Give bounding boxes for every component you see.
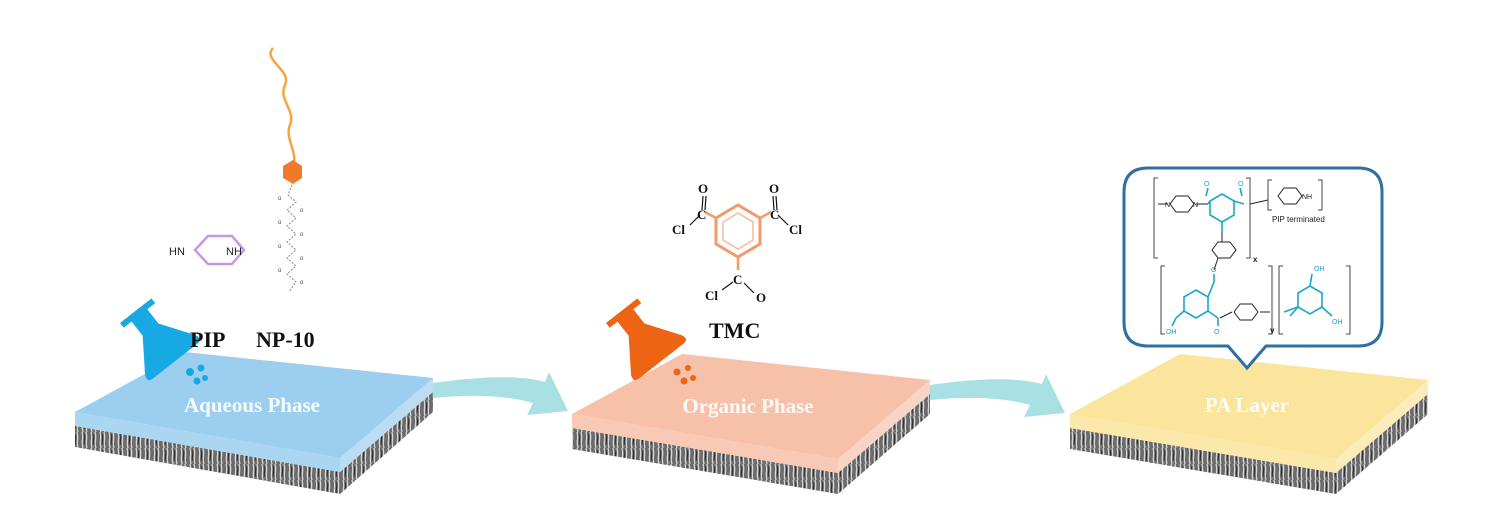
tmc-c-2: C: [770, 207, 779, 222]
tmc-o-1: O: [698, 181, 708, 196]
pip-nh: NH: [226, 246, 242, 258]
tmc-cl-2: Cl: [789, 222, 802, 237]
tmc-cl-1: Cl: [672, 222, 685, 237]
flask-icon-aqueous: [120, 298, 200, 381]
aqueous-layer-front: [75, 412, 340, 472]
membrane-edge-organic: [838, 394, 930, 494]
membrane-side-pa: [1070, 428, 1336, 494]
tmc-molecule: O C Cl O C Cl C Cl O: [672, 181, 802, 305]
stage-organic: Organic Phase: [572, 354, 930, 494]
flask-icon-organic: [606, 298, 686, 381]
svg-text:o: o: [300, 208, 304, 214]
stage-aqueous: Aqueous Phase: [75, 352, 433, 494]
membrane-side-organic: [572, 428, 838, 494]
callout-nh: NH: [1302, 194, 1312, 201]
callout-oh-2: OH: [1314, 266, 1325, 273]
svg-text:o: o: [278, 244, 282, 250]
tmc-o-3: O: [756, 290, 766, 305]
callout-x: x: [1253, 255, 1258, 264]
callout-oh-1: OH: [1166, 329, 1177, 336]
membrane-edge-pa: [1336, 394, 1428, 494]
svg-text:o: o: [300, 280, 304, 286]
pip-hn: HN: [169, 246, 185, 258]
aqueous-layer-right: [340, 378, 433, 472]
stage-pa: PA Layer: [1070, 354, 1428, 494]
callout-y: y: [1270, 326, 1275, 335]
tmc-label: TMC: [709, 318, 760, 343]
callout-o-1: O: [1204, 181, 1210, 188]
callout-n-2: N: [1193, 202, 1198, 209]
np10-molecule: o o o o o o o o: [269, 47, 304, 293]
np10-label: NP-10: [256, 327, 315, 352]
arrow-2: [930, 374, 1065, 417]
tmc-c-1: C: [697, 207, 706, 222]
tmc-c-3: C: [733, 272, 742, 287]
membrane-side-aqueous: [75, 426, 340, 494]
tmc-cl-3: Cl: [705, 288, 718, 303]
callout-oh-3: OH: [1332, 319, 1343, 326]
aqueous-phase-label: Aqueous Phase: [184, 393, 320, 417]
svg-text:o: o: [278, 220, 282, 226]
svg-text:o: o: [278, 196, 282, 202]
pa-layer: [1070, 354, 1428, 459]
pip-molecule: HN NH: [169, 234, 246, 266]
tmc-o-2: O: [769, 181, 779, 196]
svg-text:o: o: [300, 232, 304, 238]
organic-phase-label: Organic Phase: [682, 394, 813, 418]
aqueous-layer: [75, 352, 433, 458]
svg-text:o: o: [278, 268, 282, 274]
drops-aqueous: [186, 364, 208, 385]
organic-layer: [572, 354, 930, 459]
pip-label: PIP: [190, 327, 225, 352]
arrow-1: [433, 372, 568, 415]
pa-layer-label: PA Layer: [1205, 393, 1289, 417]
pa-structure-callout: N N NH PIP terminated x y O O O OH O OH …: [1122, 166, 1384, 371]
callout-o-4: O: [1214, 329, 1220, 336]
membrane-edge-aqueous: [340, 392, 433, 494]
callout-pip-terminated: PIP terminated: [1272, 215, 1325, 224]
callout-n-1: N: [1165, 202, 1170, 209]
svg-text:o: o: [300, 256, 304, 262]
drops-organic: [673, 365, 696, 385]
callout-o-2: O: [1238, 181, 1244, 188]
callout-o-3: O: [1211, 267, 1217, 274]
